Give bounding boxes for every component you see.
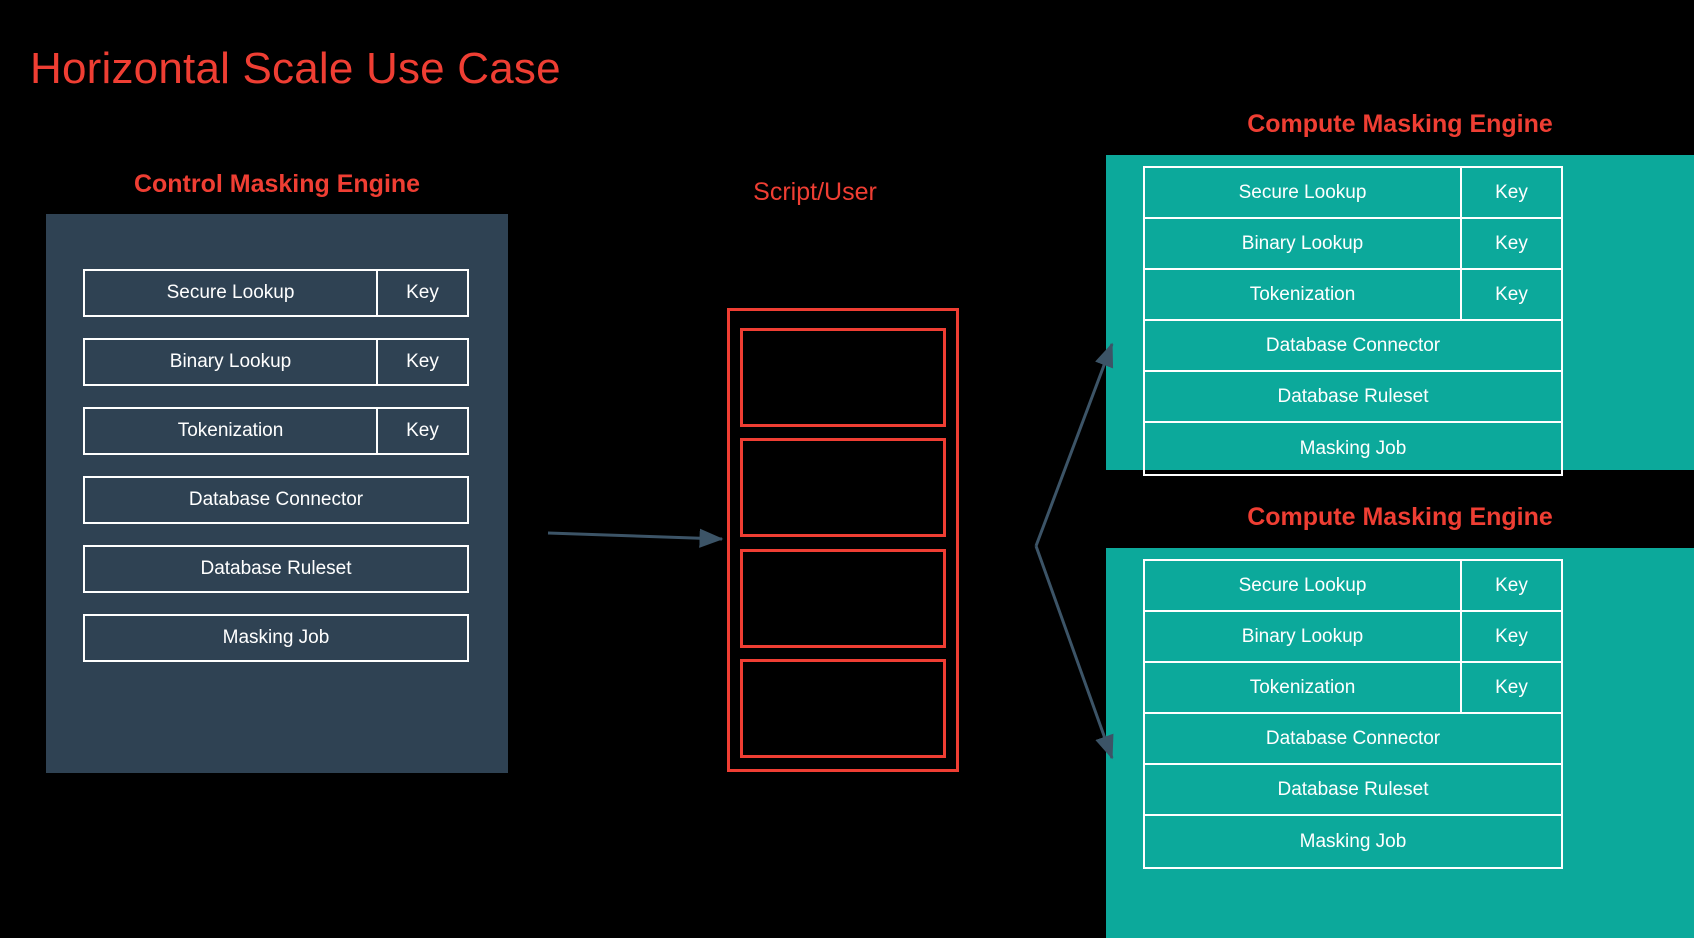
compute-engine-top-heading: Compute Masking Engine: [1247, 110, 1553, 138]
compute-row-label: Tokenization: [1249, 676, 1356, 698]
compute-row-label: Secure Lookup: [1238, 574, 1367, 596]
compute-row-key: Key: [1460, 561, 1561, 610]
control-row-label: Database Connector: [188, 489, 364, 510]
control-row-key: Key: [376, 271, 467, 315]
compute-row-key: Key: [1460, 168, 1561, 217]
control-engine-heading: Control Masking Engine: [133, 170, 421, 198]
script-user-heading: Script/User: [753, 178, 877, 206]
script-user-box-list: [740, 328, 946, 758]
arrow-control-to-script: [547, 528, 724, 548]
compute-row-label: Database Ruleset: [1277, 385, 1429, 407]
control-row-label: Database Ruleset: [200, 558, 352, 579]
compute-engine-bottom-row-list: Secure Lookup Key Binary Lookup Key Toke…: [1143, 559, 1563, 869]
compute-bottom-row-database-connector[interactable]: Database Connector: [1145, 714, 1561, 765]
compute-row-key: Key: [1460, 270, 1561, 319]
compute-masking-engine-panel-bottom: Secure Lookup Key Binary Lookup Key Toke…: [1106, 548, 1694, 938]
control-row-secure-lookup[interactable]: Secure Lookup Key: [83, 269, 469, 317]
compute-masking-engine-panel-top: Secure Lookup Key Binary Lookup Key Toke…: [1106, 155, 1694, 476]
control-engine-row-list: Secure Lookup Key Binary Lookup Key Toke…: [83, 269, 469, 662]
compute-bottom-row-masking-job[interactable]: Masking Job: [1145, 816, 1561, 867]
script-user-box-1[interactable]: [740, 328, 946, 427]
compute-top-row-database-connector[interactable]: Database Connector: [1145, 321, 1561, 372]
script-user-box-4[interactable]: [740, 658, 946, 758]
control-row-key: Key: [376, 409, 467, 453]
control-row-database-ruleset[interactable]: Database Ruleset: [83, 545, 469, 593]
compute-row-label: Binary Lookup: [1241, 232, 1364, 254]
compute-row-key: Key: [1460, 612, 1561, 661]
compute-bottom-row-database-ruleset[interactable]: Database Ruleset: [1145, 765, 1561, 816]
control-row-database-connector[interactable]: Database Connector: [83, 476, 469, 524]
compute-row-label: Masking Job: [1299, 437, 1407, 459]
compute-bottom-row-secure-lookup[interactable]: Secure Lookup Key: [1145, 561, 1561, 612]
arrow-script-to-compute-top: [1034, 342, 1114, 547]
compute-top-row-database-ruleset[interactable]: Database Ruleset: [1145, 372, 1561, 423]
script-user-box-2[interactable]: [740, 438, 946, 538]
compute-row-label: Database Ruleset: [1277, 778, 1429, 800]
compute-row-label: Binary Lookup: [1241, 625, 1364, 647]
compute-top-row-binary-lookup[interactable]: Binary Lookup Key: [1145, 219, 1561, 270]
control-row-label: Masking Job: [222, 627, 330, 648]
control-row-key: Key: [376, 340, 467, 384]
compute-row-key: Key: [1460, 219, 1561, 268]
compute-row-label: Secure Lookup: [1238, 181, 1367, 203]
control-row-tokenization[interactable]: Tokenization Key: [83, 407, 469, 455]
script-user-box-3[interactable]: [740, 548, 946, 648]
compute-row-key: Key: [1460, 663, 1561, 712]
control-row-binary-lookup[interactable]: Binary Lookup Key: [83, 338, 469, 386]
control-row-label: Binary Lookup: [169, 351, 292, 372]
compute-bottom-row-tokenization[interactable]: Tokenization Key: [1145, 663, 1561, 714]
compute-engine-bottom-heading: Compute Masking Engine: [1247, 503, 1553, 531]
compute-bottom-row-binary-lookup[interactable]: Binary Lookup Key: [1145, 612, 1561, 663]
control-row-masking-job[interactable]: Masking Job: [83, 614, 469, 662]
compute-top-row-tokenization[interactable]: Tokenization Key: [1145, 270, 1561, 321]
compute-row-label: Masking Job: [1299, 830, 1407, 852]
compute-row-label: Tokenization: [1249, 283, 1356, 305]
page-title: Horizontal Scale Use Case: [30, 44, 561, 93]
compute-engine-top-row-list: Secure Lookup Key Binary Lookup Key Toke…: [1143, 166, 1563, 476]
control-masking-engine-panel: Secure Lookup Key Binary Lookup Key Toke…: [46, 214, 508, 773]
compute-top-row-secure-lookup[interactable]: Secure Lookup Key: [1145, 168, 1561, 219]
compute-row-label: Database Connector: [1265, 334, 1441, 356]
control-row-label: Tokenization: [177, 420, 284, 441]
control-row-label: Secure Lookup: [166, 282, 295, 303]
compute-top-row-masking-job[interactable]: Masking Job: [1145, 423, 1561, 474]
script-user-outer-box: [727, 308, 959, 772]
arrow-script-to-compute-bottom: [1034, 545, 1114, 760]
compute-row-label: Database Connector: [1265, 727, 1441, 749]
